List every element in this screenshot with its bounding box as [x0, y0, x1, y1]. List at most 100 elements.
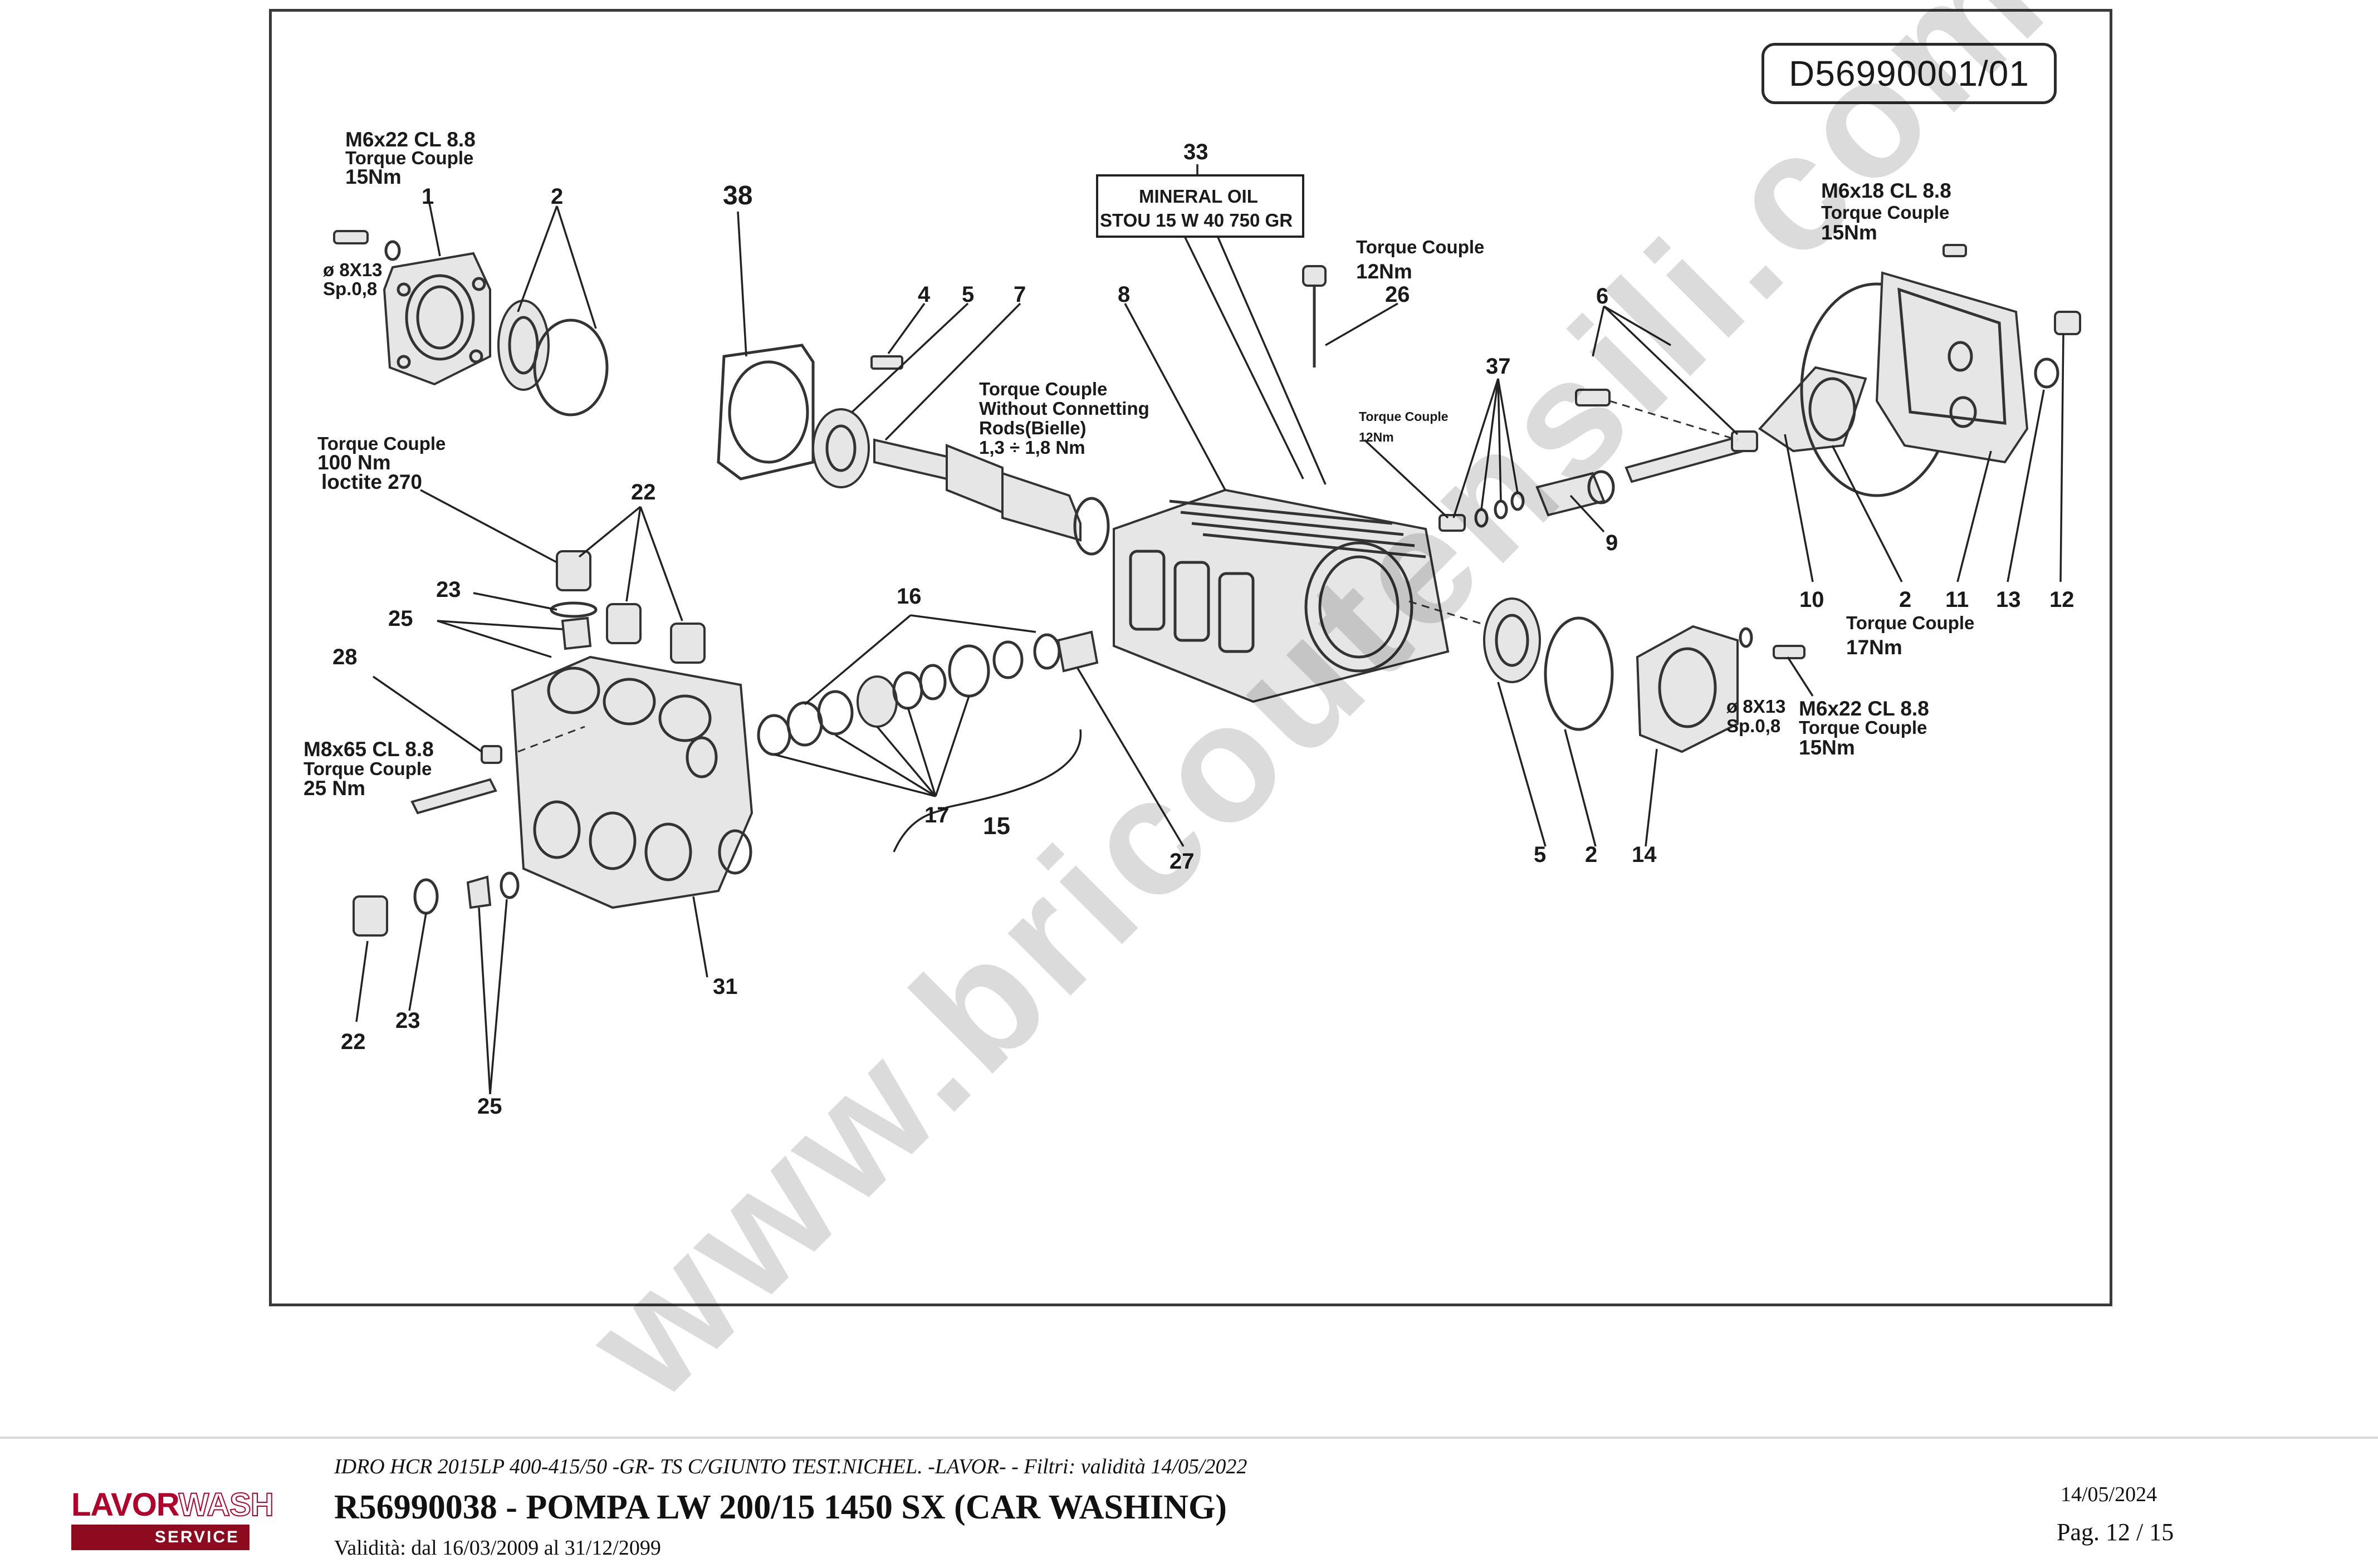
part-number: 7	[1014, 282, 1026, 307]
o-ring-left	[533, 318, 609, 416]
valve-25-b	[466, 875, 492, 909]
assembly-axes	[517, 400, 1738, 852]
note-rods: Without Connetting	[979, 398, 1149, 419]
note-washer: ø 8X13	[323, 259, 382, 280]
part-number: 25	[477, 1094, 502, 1119]
exploded-parts-diagram: 1 2 4 5 7 8 33 26 6 38 37 9 10 2 11 13 1…	[304, 128, 2081, 1119]
part-number: 4	[918, 282, 931, 307]
bearing-5-right	[1483, 597, 1541, 683]
part-number: 2	[551, 184, 563, 209]
note-rods: Rods(Bielle)	[979, 418, 1087, 438]
part-number: 25	[388, 606, 413, 631]
flange-cover-14	[1636, 625, 1739, 753]
note-sp: Sp.0,8	[1726, 716, 1780, 736]
seal-13	[2034, 357, 2059, 389]
note-torque: Torque Couple	[1359, 409, 1449, 424]
seal-pack-16-17	[757, 633, 1061, 756]
footer-title: R56990038 - POMPA LW 200/15 1450 SX (CAR…	[334, 1488, 1227, 1526]
footer-subtitle: IDRO HCR 2015LP 400-415/50 -GR- TS C/GIU…	[334, 1455, 1247, 1478]
note-torque: Torque Couple	[317, 433, 446, 454]
part-number: 5	[962, 282, 974, 307]
footer-date: 14/05/2024	[2061, 1483, 2157, 1506]
part-number: 26	[1385, 282, 1410, 307]
note-value: 12Nm	[1356, 260, 1412, 283]
part-number: 11	[1945, 587, 1969, 612]
note-spec: M6x18 CL 8.8	[1821, 179, 1951, 202]
note-torque: Torque Couple	[1356, 237, 1484, 257]
footer-divider	[0, 1437, 2378, 1439]
o-ring-right	[1544, 616, 1614, 731]
screw-top-right	[1942, 244, 1967, 257]
part-number: 8	[1118, 282, 1130, 307]
part-number: 22	[631, 480, 656, 504]
leader-lines	[355, 164, 2064, 1095]
wrist-pin-6	[1575, 389, 1611, 406]
part-number: 17	[924, 803, 950, 827]
screw-37	[1438, 514, 1466, 532]
note-torque: Torque Couple	[304, 758, 432, 779]
oil-seal-left	[497, 300, 550, 391]
lavorwash-logo: LAVORWASH SERVICE	[71, 1486, 275, 1552]
o-ring-23-b	[413, 878, 439, 915]
oil-dipstick-26	[1302, 265, 1327, 367]
note-value: 15Nm	[1799, 736, 1855, 759]
piston-27	[1056, 630, 1099, 673]
note-spec: M6x22 CL 8.8	[345, 128, 476, 151]
note-spec: M8x65 CL 8.8	[304, 738, 434, 761]
logo-wordmark: LAVORWASH	[71, 1486, 275, 1525]
plug-22-b	[606, 603, 642, 644]
drawing-frame	[269, 9, 2112, 1306]
part-number: 2	[1899, 587, 1911, 612]
part-number: 33	[1183, 140, 1208, 164]
note-value: 15Nm	[345, 165, 402, 188]
bearing-5	[812, 408, 870, 488]
footer-validity: Validità: dal 16/03/2009 al 31/12/2099	[334, 1536, 661, 1560]
note-value: 17Nm	[1846, 636, 1902, 659]
note-sp: Sp.0,8	[323, 278, 377, 299]
part-number: 23	[436, 577, 461, 602]
note-washer: ø 8X13	[1726, 696, 1785, 717]
plug-28	[481, 745, 502, 764]
note-torque: Torque Couple	[1799, 717, 1927, 738]
valve-25-a	[561, 616, 592, 650]
oil-spec-box	[1096, 174, 1304, 238]
bolt-top-left	[333, 230, 401, 261]
part-number: 38	[723, 181, 752, 210]
note-value: 25 Nm	[304, 777, 365, 800]
plug-22-a	[556, 550, 591, 591]
logo-wash: WASH	[178, 1486, 275, 1523]
part-number: 13	[1996, 587, 2021, 612]
logo-service: SERVICE	[71, 1525, 249, 1550]
part-number: 1	[422, 184, 434, 209]
oil-plug-12	[2054, 311, 2081, 335]
part-number: 9	[1606, 531, 1618, 555]
piston-guide-9	[1535, 470, 1615, 517]
part-number: 14	[1632, 842, 1657, 867]
part-number: 10	[1799, 587, 1824, 612]
part-number: 16	[897, 584, 922, 609]
note-value: 12Nm	[1359, 430, 1394, 444]
annotations: M6x22 CL 8.8 Torque Couple 15Nm ø 8X13 S…	[304, 128, 1974, 800]
connecting-rod-10	[1758, 366, 1867, 453]
note-value: 15Nm	[1821, 221, 1877, 244]
note-value: 1,3 ÷ 1,8 Nm	[979, 437, 1085, 458]
crankshaft-7	[873, 438, 1110, 556]
gasket-38	[717, 344, 815, 481]
part-number: 23	[395, 1008, 420, 1033]
plug-22-c	[670, 623, 706, 664]
note-torque: Torque Couple	[345, 148, 473, 168]
oil-type: MINERAL OIL	[1139, 186, 1258, 207]
part-number: 15	[983, 812, 1010, 840]
part-number: 27	[1170, 849, 1195, 874]
crankcase-8	[1113, 488, 1450, 703]
note-torque: Torque Couple	[1846, 612, 1974, 633]
rear-cover-11	[1875, 271, 2029, 464]
note-value: 100 Nm	[317, 451, 391, 474]
o-ring-23-a	[550, 601, 598, 618]
part-number: 22	[341, 1030, 366, 1054]
pump-manifold-31	[511, 655, 753, 909]
footer-page-number: Pag. 12 / 15	[2057, 1518, 2174, 1546]
flange-cover-left	[383, 252, 491, 386]
bolt-bottom-right	[1773, 645, 1805, 659]
part-number: 12	[2049, 587, 2074, 612]
